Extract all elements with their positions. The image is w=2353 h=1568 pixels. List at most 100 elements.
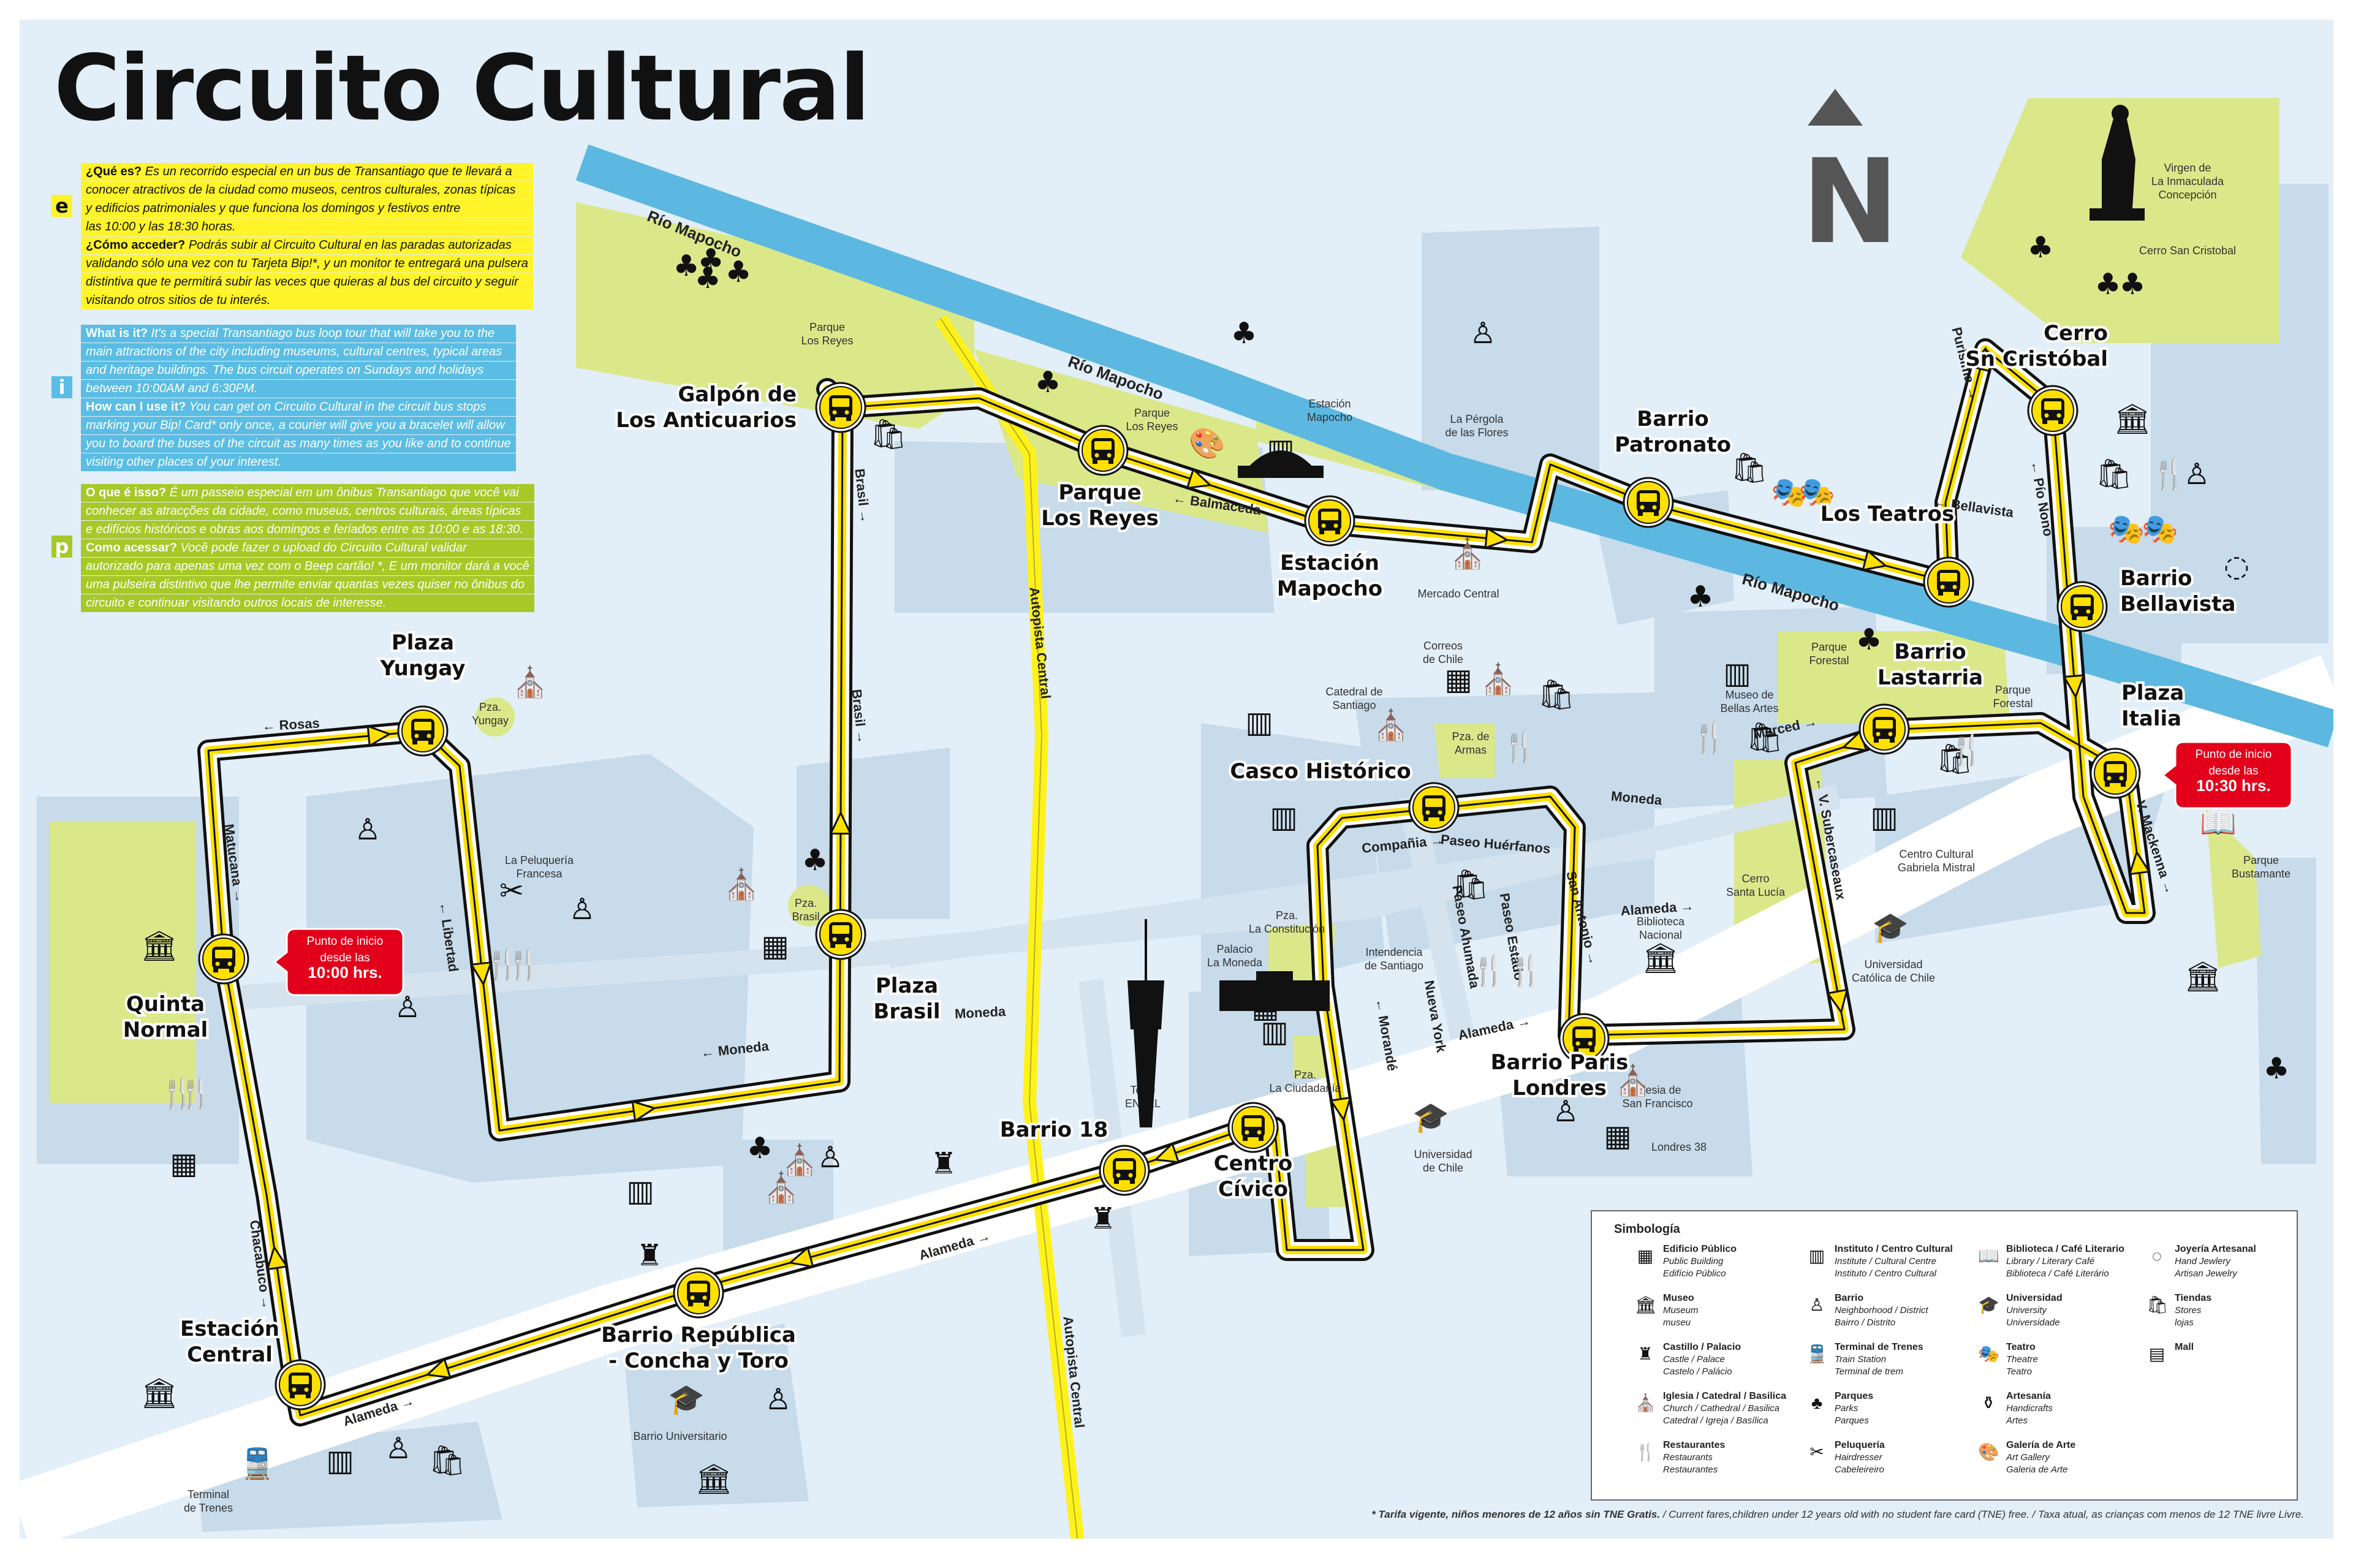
bus-stop[interactable]	[2027, 385, 2078, 436]
university-icon: 🎓	[1872, 911, 1909, 945]
bus-stop[interactable]	[1077, 425, 1129, 476]
bus-stop[interactable]	[815, 909, 866, 960]
virgin-statue-icon	[2090, 105, 2145, 221]
bus-stop[interactable]	[815, 382, 866, 433]
stop-label: Yungay	[380, 656, 466, 681]
stop-label: Plaza	[876, 974, 938, 998]
bus-icon	[2041, 398, 2064, 424]
church-icon: ⛪	[723, 867, 760, 902]
museum-icon: 🏛	[141, 1376, 178, 1411]
stop-label: Casco Histórico	[1230, 759, 1411, 784]
restaurant-icon: 🍴	[484, 947, 521, 982]
castle-icon: ♜	[1089, 1202, 1116, 1236]
stop-label: Sn Cristóbal	[1965, 347, 2108, 371]
tree-icon: ♣	[694, 261, 721, 295]
bus-stop[interactable]	[1408, 782, 1460, 833]
stop-label: Barrio	[1894, 640, 1966, 664]
bus-stop[interactable]	[673, 1267, 724, 1319]
place-label: Museo de	[1725, 689, 1773, 701]
church-icon: ⛪	[781, 1143, 818, 1178]
shopping-bag-icon: 🛍	[1538, 678, 1575, 712]
la-moneda-palace-icon	[1219, 971, 1330, 1011]
stop-label: - Concha y Toro	[608, 1349, 789, 1373]
direction-arrow	[469, 961, 493, 987]
place-label: Pza.	[1294, 1069, 1316, 1081]
info-en-line: and heritage buildings. The bus circuit …	[81, 362, 516, 379]
place-label: Pza.	[479, 701, 501, 713]
legend-translation: Handicrafts	[2006, 1403, 2053, 1414]
legend-translation: museu	[1663, 1317, 1691, 1328]
legend-label: Instituto / Centro Cultural	[1835, 1244, 1953, 1254]
bus-stop[interactable]	[1558, 1013, 1610, 1064]
place-label: Barrio Universitario	[633, 1430, 727, 1442]
place-label: Nacional	[1639, 929, 1682, 941]
stop-label: Patronato	[1615, 433, 1731, 457]
bus-stops	[198, 382, 2141, 1411]
direction-arrow	[1826, 988, 1849, 1015]
info-en-text: marking your Bip! Card* only once, a cou…	[86, 419, 505, 432]
legend-label: Galería de Arte	[2006, 1440, 2076, 1450]
estacion-mapocho-icon	[1238, 450, 1324, 478]
legend-translation: Galeria de Arte	[2006, 1464, 2068, 1475]
bus-stop[interactable]	[1304, 495, 1355, 547]
lamp-icon: ♙	[394, 990, 420, 1025]
restaurant-icon: 🍴	[178, 1076, 214, 1110]
bus-stop[interactable]	[275, 1359, 326, 1411]
place-label: Virgen de	[2164, 162, 2211, 174]
bus-stop[interactable]	[2090, 748, 2141, 799]
info-pt-text: É um passeio especial em um ônibus Trans…	[166, 486, 519, 499]
bus-stop[interactable]	[198, 933, 249, 985]
tree-icon: ♣	[1230, 316, 1257, 350]
restaurant-icon: 🍴	[1949, 733, 1985, 767]
tree-icon: ♣	[746, 1131, 773, 1165]
info-en-text: You can get on Circuito Cultural in the …	[186, 400, 487, 414]
book-icon: 📖	[2200, 806, 2237, 841]
footnote-bold: * Tarifa vigente, niños menores de 12 añ…	[1371, 1509, 1660, 1520]
legend-translation: Artisan Jewelry	[2175, 1268, 2237, 1279]
museum-icon: 🏛	[2114, 402, 2151, 436]
theatre-icon: 🎭	[2142, 512, 2178, 547]
university-icon: 🎓	[668, 1382, 705, 1417]
theatre-icon: 🎭	[1978, 1344, 1999, 1363]
bus-stop[interactable]	[2056, 581, 2108, 632]
bus-stop[interactable]	[1623, 477, 1674, 528]
info-en-line: How can I use it? You can get on Circuit…	[81, 398, 516, 416]
bus-stop[interactable]	[1099, 1145, 1150, 1196]
bus-icon	[1318, 509, 1341, 534]
bus-stop[interactable]	[1923, 556, 1974, 608]
institute-icon: ▥	[1270, 800, 1297, 835]
bus-icon	[411, 719, 434, 744]
info-en-text: It's a special Transantiago bus loop tou…	[148, 327, 495, 340]
shopping-bag-icon: 🛍	[1731, 451, 1768, 485]
start-point-text: Punto de inicio	[307, 935, 384, 948]
legend-label: Biblioteca / Café Literario	[2006, 1244, 2124, 1254]
palette-icon: 🎨	[1189, 426, 1226, 461]
stop-label: Estación	[180, 1317, 279, 1341]
place-label: Biblioteca	[1637, 915, 1685, 928]
info-en-text: you to board the buses of the circuit as…	[86, 437, 511, 450]
place-label: Universidad	[1414, 1148, 1472, 1161]
direction-arrow	[1484, 526, 1509, 550]
legend-translation: Institute / Cultural Centre	[1835, 1256, 1936, 1267]
info-es-text: visitando otros sitios de tu interés.	[86, 294, 271, 307]
museum-icon: 🏛	[1642, 941, 1680, 975]
bus-stop[interactable]	[1227, 1102, 1279, 1153]
stop-label: Barrio República	[601, 1323, 796, 1347]
place-label: Bustamante	[2232, 868, 2290, 880]
place-label: de Santiago	[1365, 960, 1423, 972]
bus-stop[interactable]	[1859, 703, 1910, 755]
bus-icon	[829, 395, 852, 421]
legend-translation: Cabeleireiro	[1835, 1464, 1884, 1475]
church-icon: ⛪	[1635, 1393, 1656, 1412]
place-label: La Pérgola	[1450, 413, 1504, 425]
bus-stop[interactable]	[397, 705, 449, 757]
place-label: La Moneda	[1207, 956, 1263, 969]
